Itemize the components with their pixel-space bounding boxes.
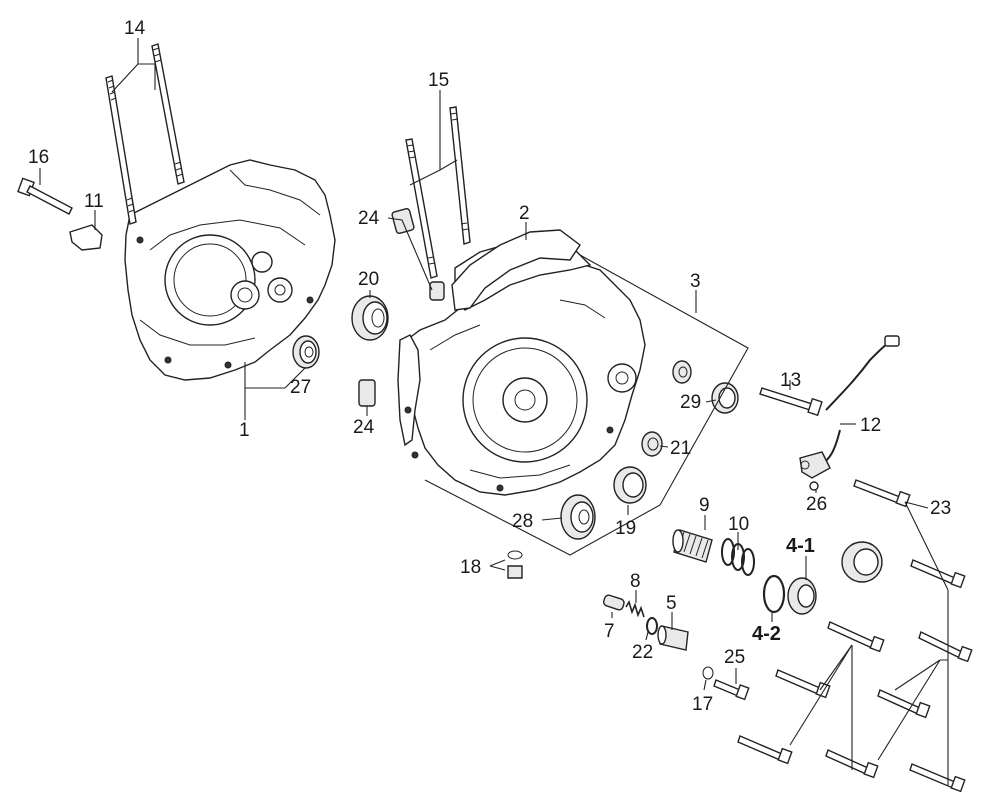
callout-29: 29 bbox=[680, 392, 701, 413]
callout-17: 17 bbox=[692, 694, 713, 715]
o-ring-22 bbox=[646, 617, 658, 635]
large-seal bbox=[841, 541, 883, 583]
bearing-20 bbox=[351, 295, 389, 341]
bolts-23 bbox=[737, 479, 973, 793]
callout-24a: 24 bbox=[358, 208, 380, 229]
callout-25: 25 bbox=[724, 647, 745, 668]
callout-27: 27 bbox=[290, 377, 311, 398]
sensor-cable-12 bbox=[799, 335, 900, 479]
dowel-pin-24-lower bbox=[358, 379, 376, 407]
bearing-29 bbox=[711, 382, 739, 414]
callout-16: 16 bbox=[28, 147, 49, 168]
screw-26 bbox=[809, 481, 819, 491]
bolt-13 bbox=[759, 387, 823, 417]
cap-5 bbox=[657, 625, 689, 651]
callout-26: 26 bbox=[806, 494, 827, 515]
callout-14: 14 bbox=[124, 18, 146, 39]
callout-8: 8 bbox=[630, 571, 641, 592]
callout-20: 20 bbox=[358, 269, 379, 290]
spring-8 bbox=[625, 600, 645, 618]
bolt-16 bbox=[17, 177, 73, 215]
left-crankcase-half bbox=[124, 159, 336, 381]
callout-labels: 14 16 11 15 24 2 20 3 27 1 24 13 12 29 2… bbox=[28, 18, 951, 715]
bearing-27 bbox=[292, 335, 320, 369]
bearing-19 bbox=[613, 466, 647, 504]
callout-12: 12 bbox=[860, 415, 881, 436]
dowel-pin-24-upper bbox=[391, 208, 445, 301]
plunger-7 bbox=[602, 594, 625, 611]
callout-21: 21 bbox=[670, 438, 691, 459]
callout-19: 19 bbox=[615, 518, 636, 539]
callout-4-2: 4-2 bbox=[752, 623, 781, 645]
stud-bolts-15 bbox=[405, 106, 471, 279]
seal-21 bbox=[641, 431, 663, 457]
bearing-28 bbox=[560, 494, 596, 540]
callout-5: 5 bbox=[666, 593, 677, 614]
clip-11 bbox=[69, 224, 103, 251]
washer-17 bbox=[702, 666, 714, 680]
callout-7: 7 bbox=[604, 621, 615, 642]
callout-4-1: 4-1 bbox=[786, 535, 815, 557]
stud-bolts-14 bbox=[105, 43, 185, 225]
small-bearing-upper bbox=[672, 360, 692, 384]
callout-1: 1 bbox=[239, 420, 250, 441]
leader-lines bbox=[39, 38, 949, 785]
callout-10: 10 bbox=[728, 514, 749, 535]
drain-plug-4-1 bbox=[787, 577, 817, 615]
oil-screen-9 bbox=[672, 529, 713, 563]
o-ring-4-2 bbox=[762, 574, 786, 614]
callout-23: 23 bbox=[930, 498, 951, 519]
gasket-2 bbox=[451, 229, 581, 311]
callout-28: 28 bbox=[512, 511, 533, 532]
callout-13: 13 bbox=[780, 370, 801, 391]
callout-9: 9 bbox=[699, 495, 710, 516]
callout-3: 3 bbox=[690, 271, 701, 292]
callout-11: 11 bbox=[84, 191, 104, 212]
right-crankcase-half bbox=[397, 239, 646, 496]
callout-2: 2 bbox=[519, 203, 530, 224]
drain-bolt-18 bbox=[507, 550, 523, 579]
bolt-25 bbox=[713, 679, 750, 701]
callout-24b: 24 bbox=[353, 417, 375, 438]
callout-22: 22 bbox=[632, 642, 653, 663]
callout-15: 15 bbox=[428, 70, 449, 91]
callout-18: 18 bbox=[460, 557, 481, 578]
